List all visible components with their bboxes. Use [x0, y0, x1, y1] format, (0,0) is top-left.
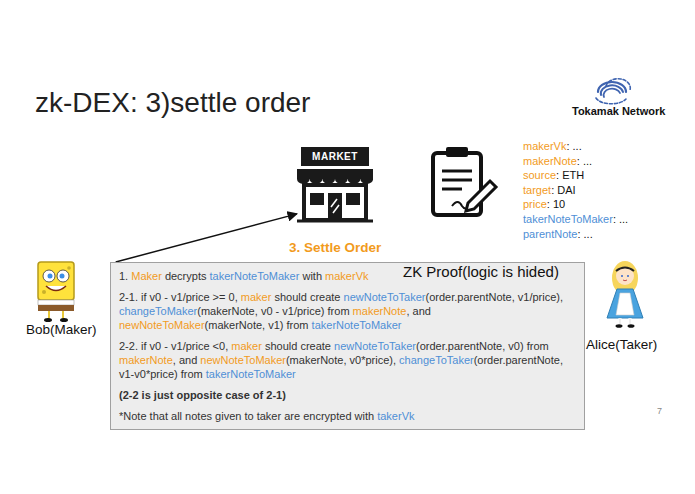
field-key: takerNoteToMaker [523, 213, 613, 225]
actor-name: Alice(Taker) [586, 337, 657, 352]
shop-body [304, 185, 366, 220]
keyword: Maker [131, 270, 162, 282]
field-key: parentNote [523, 228, 577, 240]
shop-door [328, 193, 342, 220]
drawing-part [630, 318, 631, 325]
order-field: parentNote: ... [523, 228, 593, 240]
order-field: price: 10 [523, 198, 565, 210]
drawing-part [628, 324, 635, 328]
process-box: 3. Settle Order1. Maker decrypts takerNo… [110, 262, 585, 430]
drawing-part [619, 318, 622, 325]
keyword: makerNote [353, 305, 407, 317]
drawing-part [60, 318, 68, 322]
drawing-part [38, 300, 74, 305]
field-key: makerNote [523, 155, 577, 167]
brand-name: Tokamak Network [572, 105, 665, 117]
sign-text: MARKET [301, 149, 369, 164]
step-text: 2-1. if v0 - v1/price >= 0, maker should… [119, 290, 576, 332]
drawing-part [38, 305, 74, 311]
keyword: newNoteToMaker [119, 319, 205, 331]
keyword: newNoteToMaker [200, 354, 286, 366]
keyword: changeToMaker [119, 305, 197, 317]
flow-arrow [116, 214, 297, 262]
ground-line [297, 220, 373, 223]
drawing-part [442, 188, 462, 191]
slide-title: zk-DEX: 3)settle order [35, 87, 310, 119]
page-number: 7 [657, 406, 662, 416]
field-key: makerVk [523, 140, 566, 152]
drawing-part [38, 262, 74, 300]
keyword: makerNote [119, 354, 173, 366]
keyword: maker [241, 291, 272, 303]
order-field: target: DAI [523, 184, 576, 196]
sign-board [301, 147, 369, 166]
keyword: newNoteToTaker [334, 340, 416, 352]
tokamak-logo [596, 79, 630, 104]
drawing-part [616, 268, 634, 272]
step-text: *Note that all notes given to taker are … [119, 409, 576, 423]
zk-proof-note: ZK Proof(logic is hided) [401, 263, 561, 280]
door-glint [333, 205, 339, 213]
step-text: 2-2. if v0 - v1/price <0, maker should c… [119, 339, 576, 381]
drawing-part [616, 293, 634, 315]
step-note: (2-2 is just opposite case of 2-1) [119, 388, 576, 402]
keyword: takerNoteToMaker [312, 319, 402, 331]
drawing-part [466, 181, 496, 211]
drawing-part [442, 179, 472, 182]
drawing-part [627, 275, 629, 277]
drawing-part [62, 311, 64, 319]
actor-name: Bob(Maker) [26, 322, 97, 337]
spongebob-figure [38, 262, 74, 322]
field-key: target [523, 184, 551, 196]
keyword: maker [231, 340, 262, 352]
order-field: makerNote: ... [523, 155, 592, 167]
step-text: 1. Maker decrypts takerNoteToMaker with … [119, 269, 409, 283]
drawing-part [67, 266, 71, 270]
drawing-part [604, 89, 620, 97]
drawing-part [60, 274, 65, 279]
shop-window [310, 193, 324, 205]
field-key: price [523, 198, 547, 210]
keyword: takerNoteToMaker [210, 270, 300, 282]
keyword: newNoteToTaker [344, 291, 426, 303]
order-field: source: ETH [523, 169, 584, 181]
drawing-part [607, 289, 643, 318]
keyword: changeToTaker [399, 354, 474, 366]
alice-figure [607, 261, 643, 328]
field-key: source [523, 169, 556, 181]
drawing-part [43, 270, 55, 282]
keyword: makerVk [325, 270, 368, 282]
drawing-part [606, 79, 630, 90]
order-field: makerVk: ... [523, 140, 582, 152]
keyword: takerNoteToMaker [206, 368, 296, 380]
drawing-part [616, 324, 623, 328]
order-field: takerNoteToMaker: ... [523, 213, 628, 225]
drawing-part [48, 274, 53, 279]
keyword: takerVk [377, 410, 414, 422]
market-building: MARKET [297, 147, 373, 223]
shop-window [346, 193, 360, 205]
drawing-part [623, 280, 627, 282]
clipboard-icon [433, 147, 496, 215]
box-heading: 3. Settle Order [289, 241, 381, 255]
drawing-part [442, 170, 472, 173]
drawing-part [596, 98, 626, 104]
drawing-part [620, 318, 621, 325]
drawing-part [42, 290, 46, 294]
drawing-part [48, 311, 50, 319]
drawing-part [629, 318, 632, 325]
drawing-part [616, 267, 634, 285]
drawing-part [57, 270, 69, 282]
awning [297, 169, 373, 179]
drawing-part [446, 147, 468, 157]
drawing-part [44, 318, 52, 322]
door-glint [331, 199, 337, 207]
drawing-part [621, 275, 623, 277]
drawing-part [46, 286, 66, 291]
